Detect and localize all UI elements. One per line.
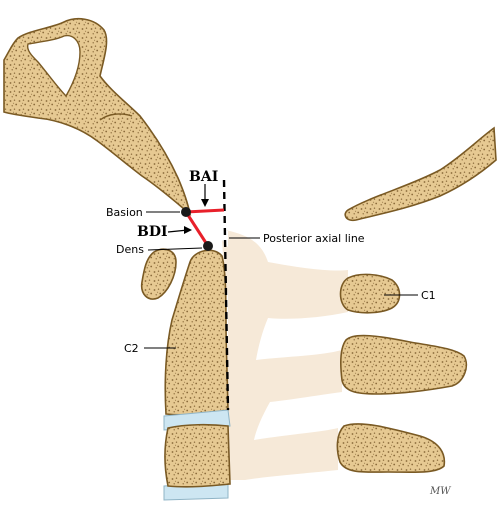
bai-label: BAI	[189, 169, 218, 185]
bdi-line	[184, 211, 210, 247]
dens-point	[203, 241, 213, 251]
c1-posterior-arch	[344, 126, 497, 222]
occipital-bone	[3, 17, 192, 217]
bdi-label: BDI	[137, 224, 168, 240]
c2-spinous-process	[340, 334, 468, 395]
c1-anterior-arch	[140, 248, 177, 300]
c3-vertebra	[164, 423, 231, 488]
artist-signature: MW	[429, 486, 451, 497]
c3-spinous-process	[336, 423, 446, 474]
dens-label: Dens	[116, 243, 144, 256]
basion-point	[181, 207, 191, 217]
c1-bone	[339, 273, 401, 314]
bai-arrow	[201, 184, 209, 207]
bdi-arrow	[167, 226, 192, 234]
posterior-axial-line-label: Posterior axial line	[263, 232, 365, 245]
dens-leader	[147, 247, 203, 251]
bai-line	[185, 208, 225, 214]
c1-label: C1	[421, 289, 436, 302]
basion-label: Basion	[106, 206, 143, 219]
c2-label: C2	[124, 342, 139, 355]
soft-tissue	[222, 230, 348, 480]
posterior-axial-line	[222, 179, 230, 411]
